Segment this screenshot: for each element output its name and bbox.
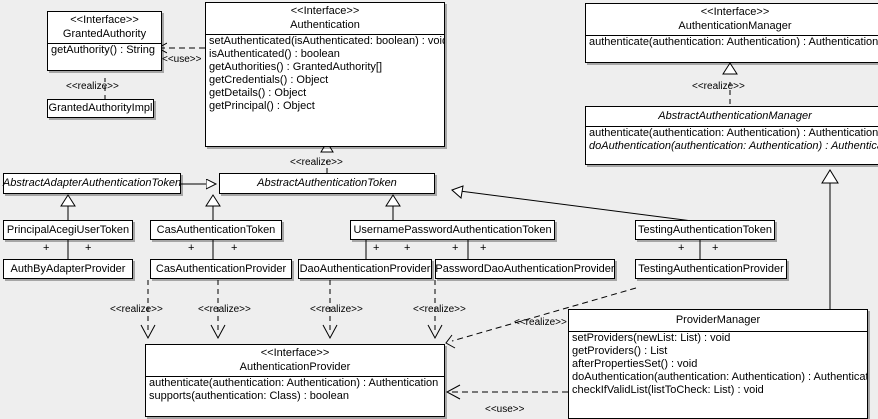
class-abstract-adapter-authentication-token[interactable]: AbstractAdapterAuthenticationToken xyxy=(3,173,181,194)
class-header: <<Interface>> AuthenticationManager xyxy=(586,4,878,35)
operation: afterPropertiesSet() : void xyxy=(572,358,698,370)
operations-compartment: authenticate(authentication: Authenticat… xyxy=(586,35,878,49)
class-name: DaoAuthenticationProvider xyxy=(299,262,431,275)
class-abstract-authentication-manager[interactable]: AbstractAuthenticationManager authentica… xyxy=(585,106,878,165)
class-name: UsernamePasswordAuthenticationToken xyxy=(353,223,552,236)
label-realize-testing-authentication-provider: <<realize>> xyxy=(514,317,567,328)
class-name: AbstractAuthenticationToken xyxy=(257,177,397,189)
class-name: AbstractAuthenticationManager xyxy=(658,110,812,122)
operation: getDetails() : Object xyxy=(209,87,307,99)
class-name: TestingAuthenticationProvider xyxy=(638,262,784,275)
association-visibility-marker: + xyxy=(373,242,380,254)
class-authentication-provider[interactable]: <<Interface>> AuthenticationProvider aut… xyxy=(145,344,445,417)
class-password-dao-authentication-provider[interactable]: PasswordDaoAuthenticationProvider xyxy=(435,259,615,279)
label-realize-auth-by-adapter-provider: <<realize>> xyxy=(110,304,163,315)
association-visibility-marker: + xyxy=(188,242,195,254)
association-visibility-marker: + xyxy=(231,242,238,254)
operation: getProviders() : List xyxy=(572,345,668,357)
label-realize-dao-authentication-provider: <<realize>> xyxy=(310,304,363,315)
class-header: <<Interface>> AuthenticationProvider xyxy=(146,345,444,376)
class-dao-authentication-provider[interactable]: DaoAuthenticationProvider xyxy=(298,259,432,279)
stereotype-interface: <<Interface>> xyxy=(260,347,330,359)
label-realize-cas-authentication-provider: <<realize>> xyxy=(198,304,251,315)
class-name: CasAuthenticationProvider xyxy=(155,262,287,275)
class-name: AuthenticationManager xyxy=(678,20,792,32)
stereotype-interface: <<Interface>> xyxy=(70,14,139,26)
class-auth-by-adapter-provider[interactable]: AuthByAdapterProvider xyxy=(3,259,133,279)
operation: setProviders(newList: List) : void xyxy=(572,332,731,344)
association-visibility-marker: + xyxy=(452,242,459,254)
class-header: <<Interface>> Authentication xyxy=(206,3,444,34)
operation: getCredentials() : Object xyxy=(209,74,329,86)
class-testing-authentication-token[interactable]: TestingAuthenticationToken xyxy=(635,220,775,240)
label-realize-abstract-authentication-token: <<realize>> xyxy=(290,157,343,168)
class-name: TestingAuthenticationToken xyxy=(638,223,772,236)
class-name: AbstractAdapterAuthenticationToken xyxy=(2,177,182,189)
operations-compartment: getAuthority() : String xyxy=(48,43,161,57)
class-username-password-authentication-token[interactable]: UsernamePasswordAuthenticationToken xyxy=(350,220,555,240)
association-visibility-marker: + xyxy=(404,242,411,254)
association-visibility-marker: + xyxy=(43,242,50,254)
class-cas-authentication-provider[interactable]: CasAuthenticationProvider xyxy=(150,259,292,279)
class-name: Authentication xyxy=(290,19,360,31)
class-name: GrantedAuthority xyxy=(62,28,147,40)
class-name: AuthenticationProvider xyxy=(239,361,351,373)
class-testing-authentication-provider[interactable]: TestingAuthenticationProvider xyxy=(635,259,787,279)
operation: isAuthenticated() : boolean xyxy=(209,48,340,60)
class-granted-authority-impl[interactable]: GrantedAuthorityImpl xyxy=(47,99,154,118)
class-authentication[interactable]: <<Interface>> Authentication setAuthenti… xyxy=(205,2,445,147)
class-header: ProviderManager xyxy=(569,310,867,331)
class-principal-acegi-user-token[interactable]: PrincipalAcegiUserToken xyxy=(3,220,133,240)
label-realize-abstract-authentication-manager: <<realize>> xyxy=(692,81,745,92)
label-use-provider-manager: <<use>> xyxy=(485,404,525,415)
class-authentication-manager[interactable]: <<Interface>> AuthenticationManager auth… xyxy=(585,3,878,63)
label-realize-password-dao-authentication-provider: <<realize>> xyxy=(413,304,466,315)
operation: authenticate(authentication: Authenticat… xyxy=(589,36,878,48)
class-name: ProviderManager xyxy=(675,314,761,326)
operation: authenticate(authentication: Authenticat… xyxy=(589,127,878,139)
operation: doAuthentication(authentication: Authent… xyxy=(572,371,867,383)
operation: getAuthorities() : GrantedAuthority[] xyxy=(209,61,383,73)
class-provider-manager[interactable]: ProviderManager setProviders(newList: Li… xyxy=(568,309,868,419)
label-use-granted-authority: <<use>> xyxy=(162,54,202,65)
operation: checkIfValidList(listToCheck: List) : vo… xyxy=(572,384,764,396)
class-name: GrantedAuthorityImpl xyxy=(48,102,153,114)
class-granted-authority[interactable]: <<Interface>> GrantedAuthority getAuthor… xyxy=(47,11,162,71)
class-name: PasswordDaoAuthenticationProvider xyxy=(435,262,615,275)
association-visibility-marker: + xyxy=(678,242,685,254)
operation: authenticate(authentication: Authenticat… xyxy=(149,377,439,389)
class-abstract-authentication-token[interactable]: AbstractAuthenticationToken xyxy=(219,173,435,194)
operations-compartment: setProviders(newList: List) : void getPr… xyxy=(569,331,867,397)
association-visibility-marker: + xyxy=(712,242,719,254)
class-name: CasAuthenticationToken xyxy=(156,223,276,236)
operations-compartment: setAuthenticated(isAuthenticated: boolea… xyxy=(206,34,444,113)
stereotype-interface: <<Interface>> xyxy=(290,5,360,17)
label-realize-granted-authority-impl: <<realize>> xyxy=(66,81,119,92)
class-header: AbstractAuthenticationManager xyxy=(586,107,878,126)
operation: getAuthority() : String xyxy=(51,44,155,56)
operations-compartment: authenticate(authentication: Authenticat… xyxy=(146,376,444,403)
association-visibility-marker: + xyxy=(480,242,487,254)
operation: setAuthenticated(isAuthenticated: boolea… xyxy=(209,35,444,47)
class-header: <<Interface>> GrantedAuthority xyxy=(48,12,161,43)
operations-compartment: authenticate(authentication: Authenticat… xyxy=(586,126,878,153)
class-name: AuthByAdapterProvider xyxy=(10,262,126,275)
class-name: PrincipalAcegiUserToken xyxy=(6,223,130,236)
class-cas-authentication-token[interactable]: CasAuthenticationToken xyxy=(150,220,282,240)
operation: supports(authentication: Class) : boolea… xyxy=(149,390,349,402)
operation-abstract: doAuthentication(authentication: Authent… xyxy=(589,140,878,152)
operation: getPrincipal() : Object xyxy=(209,100,315,112)
stereotype-interface: <<Interface>> xyxy=(700,6,770,18)
association-visibility-marker: + xyxy=(85,242,92,254)
